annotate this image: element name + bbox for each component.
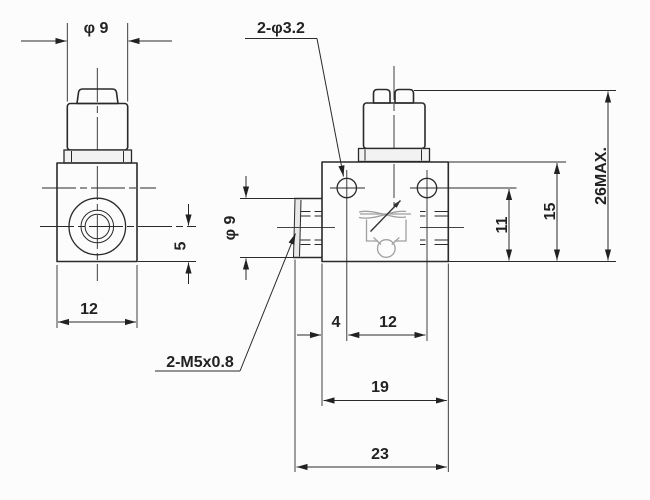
dim-label-body-length: 19 <box>371 379 389 396</box>
side-thread-inner-circle <box>84 213 111 240</box>
front-knob-collar <box>357 147 431 163</box>
dim-label-body-height: 15 <box>542 203 559 221</box>
dim-label-port-diameter: φ 9 <box>222 216 239 241</box>
dim-label-hole-offset: 4 <box>332 314 341 331</box>
adjustable-needle-arrow <box>369 200 402 232</box>
side-knob-collar <box>63 149 133 164</box>
front-knob-cap-right <box>394 88 415 104</box>
dim-label-port-center-height: 5 <box>173 241 190 250</box>
dim-label-mounting-holes: 2-φ3.2 <box>257 20 305 37</box>
port-face-outer <box>293 199 296 258</box>
front-body <box>321 161 450 263</box>
symbol-frame <box>365 219 407 242</box>
restrictor-curve <box>358 210 407 219</box>
leader-arrow <box>239 233 296 372</box>
side-view <box>40 68 196 281</box>
dim-label-hole-pitch: 12 <box>379 314 397 331</box>
front-view-dimensions: 2-φ3.2 φ 9 2-M5x0.8 11 15 26MAX. 4 12 19 <box>155 20 616 472</box>
port-face-inner <box>299 199 302 257</box>
restrictor-curve <box>358 210 407 219</box>
front-knob-cap-left <box>372 88 391 104</box>
dim-label-port-height: 11 <box>494 216 511 233</box>
dim-label-knob-diameter: φ 9 <box>84 20 109 37</box>
dim-label-overall-length: 23 <box>371 446 389 463</box>
side-knob-cap <box>76 88 119 105</box>
left-port-thread-hidden-lines <box>300 210 322 246</box>
dim-label-port-threads: 2-M5x0.8 <box>166 354 234 371</box>
dim-label-body-width: 12 <box>80 301 98 318</box>
check-valve-seat <box>391 237 400 245</box>
leader-arrow <box>316 38 345 177</box>
front-view <box>277 66 517 341</box>
check-valve-ball <box>376 239 396 258</box>
dim-label-max-height: 26MAX. <box>593 147 610 205</box>
flow-control-symbol-engraving <box>358 200 411 258</box>
side-view-dimensions: φ 9 5 12 <box>21 20 196 328</box>
side-body <box>56 162 138 263</box>
check-valve-seat <box>373 237 382 245</box>
right-port-thread-hidden-lines <box>420 210 448 246</box>
side-thread-outer-circle <box>80 209 115 244</box>
side-port-boss-circle <box>68 197 127 256</box>
